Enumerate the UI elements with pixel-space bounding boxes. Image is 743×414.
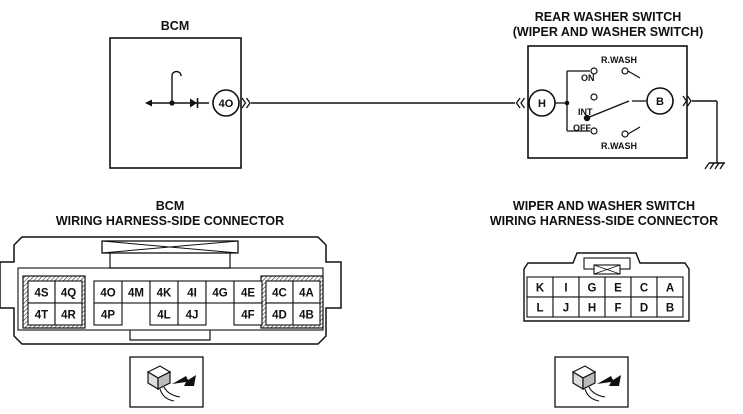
wiper-pin-label: K (536, 283, 545, 295)
bcm-pin-label: 4K (157, 288, 172, 300)
bcm-pin-label: 4S (34, 288, 48, 300)
bcm-pin-label: 4A (299, 288, 314, 300)
wiper-connector-section: WIPER AND WASHER SWITCH WIRING HARNESS-S… (490, 199, 718, 408)
bcm-pin-label: 4C (272, 288, 287, 300)
harness-side-connector-icon (554, 356, 629, 408)
wiper-pin-label: A (666, 283, 674, 295)
wiper-connector-title-line2: WIRING HARNESS-SIDE CONNECTOR (490, 214, 718, 228)
switch-terminal-b-label: B (656, 96, 664, 108)
label-int: INT (578, 107, 593, 117)
diode-icon (190, 98, 197, 108)
arrow-icon (172, 375, 196, 386)
wiper-pin-label: B (666, 303, 674, 315)
contact-off (590, 127, 598, 135)
bcm-label: BCM (161, 19, 189, 33)
wiper-pin-label: C (640, 283, 648, 295)
bcm-right-pin-block: 4C 4A 4D 4B (265, 280, 321, 326)
label-rwash-bottom: R.WASH (601, 141, 637, 151)
connector-chevron-icon (682, 95, 692, 107)
wiper-pin-label: E (614, 283, 622, 295)
bcm-terminal-circle (212, 89, 240, 117)
bcm-pin-label: 4E (241, 288, 255, 300)
bcm-pin-label: 4G (212, 288, 227, 300)
bcm-connector-title-line2: WIRING HARNESS-SIDE CONNECTOR (56, 214, 284, 228)
arrow-icon (145, 99, 152, 107)
connector-chevron-icon (241, 97, 251, 109)
bcm-box (109, 37, 242, 169)
bcm-pin-label: 4B (299, 310, 314, 322)
rear-washer-switch-schematic: REAR WASHER SWITCH (WIPER AND WASHER SWI… (513, 10, 725, 170)
switch-terminal-b-circle (646, 87, 674, 115)
contact-rwash-bottom (621, 130, 629, 138)
wiper-pin-label: J (563, 303, 569, 315)
arrow-icon (597, 375, 621, 386)
switch-box (527, 45, 688, 159)
bcm-pin-label: 4D (272, 310, 287, 322)
bcm-pin-label: 4R (61, 310, 76, 322)
label-off: OFF (573, 123, 591, 133)
bcm-connector-section: BCM WIRING HARNESS-SIDE CONNECTOR 4S 4Q … (0, 199, 342, 408)
wiper-pin-label: F (614, 303, 621, 315)
bcm-schematic: BCM 4O (109, 19, 251, 169)
wiper-connector-title-line1: WIPER AND WASHER SWITCH (513, 199, 695, 213)
label-rwash-top: R.WASH (601, 55, 637, 65)
switch-title-line2: (WIPER AND WASHER SWITCH) (513, 25, 704, 39)
switch-lever (586, 100, 630, 119)
contact-on (590, 67, 598, 75)
harness-side-connector-icon (129, 356, 204, 408)
bcm-pin-label: 4Q (61, 288, 76, 300)
wiper-pin-label: I (564, 283, 567, 295)
wiper-pin-label: D (640, 303, 648, 315)
wiper-pin-label: L (536, 303, 543, 315)
contact-rwash-top (621, 67, 629, 75)
bcm-pin-label: 4F (241, 310, 254, 322)
bcm-pin-label: 4P (101, 310, 115, 322)
bcm-left-pin-block: 4S 4Q 4T 4R (27, 280, 83, 326)
bcm-middle-pin-block: 4O 4M 4K 4I 4G 4E 4P 4L 4J 4F (93, 280, 263, 326)
bcm-pin-label: 4T (35, 310, 48, 322)
switch-title-line1: REAR WASHER SWITCH (535, 10, 682, 24)
switch-terminal-h-label: H (538, 98, 546, 110)
signal-wave-icon (171, 70, 182, 77)
ground-icon (704, 162, 725, 170)
wiper-pin-label: G (588, 283, 597, 295)
bcm-pin-label: 4O (100, 288, 115, 300)
bcm-terminal-label: 4O (219, 98, 234, 110)
label-on: ON (581, 73, 595, 83)
bcm-connector-title-line1: BCM (156, 199, 184, 213)
contact-int (590, 93, 598, 101)
connector-chevron-icon (515, 97, 526, 109)
bcm-pin-label: 4L (157, 310, 170, 322)
bcm-pin-label: 4I (187, 288, 197, 300)
bcm-pin-label: 4J (186, 310, 199, 322)
wiper-pin-grid: K I G E C A L J H F D B (526, 276, 684, 318)
bcm-pin-label: 4M (128, 288, 144, 300)
wiper-pin-label: H (588, 303, 596, 315)
